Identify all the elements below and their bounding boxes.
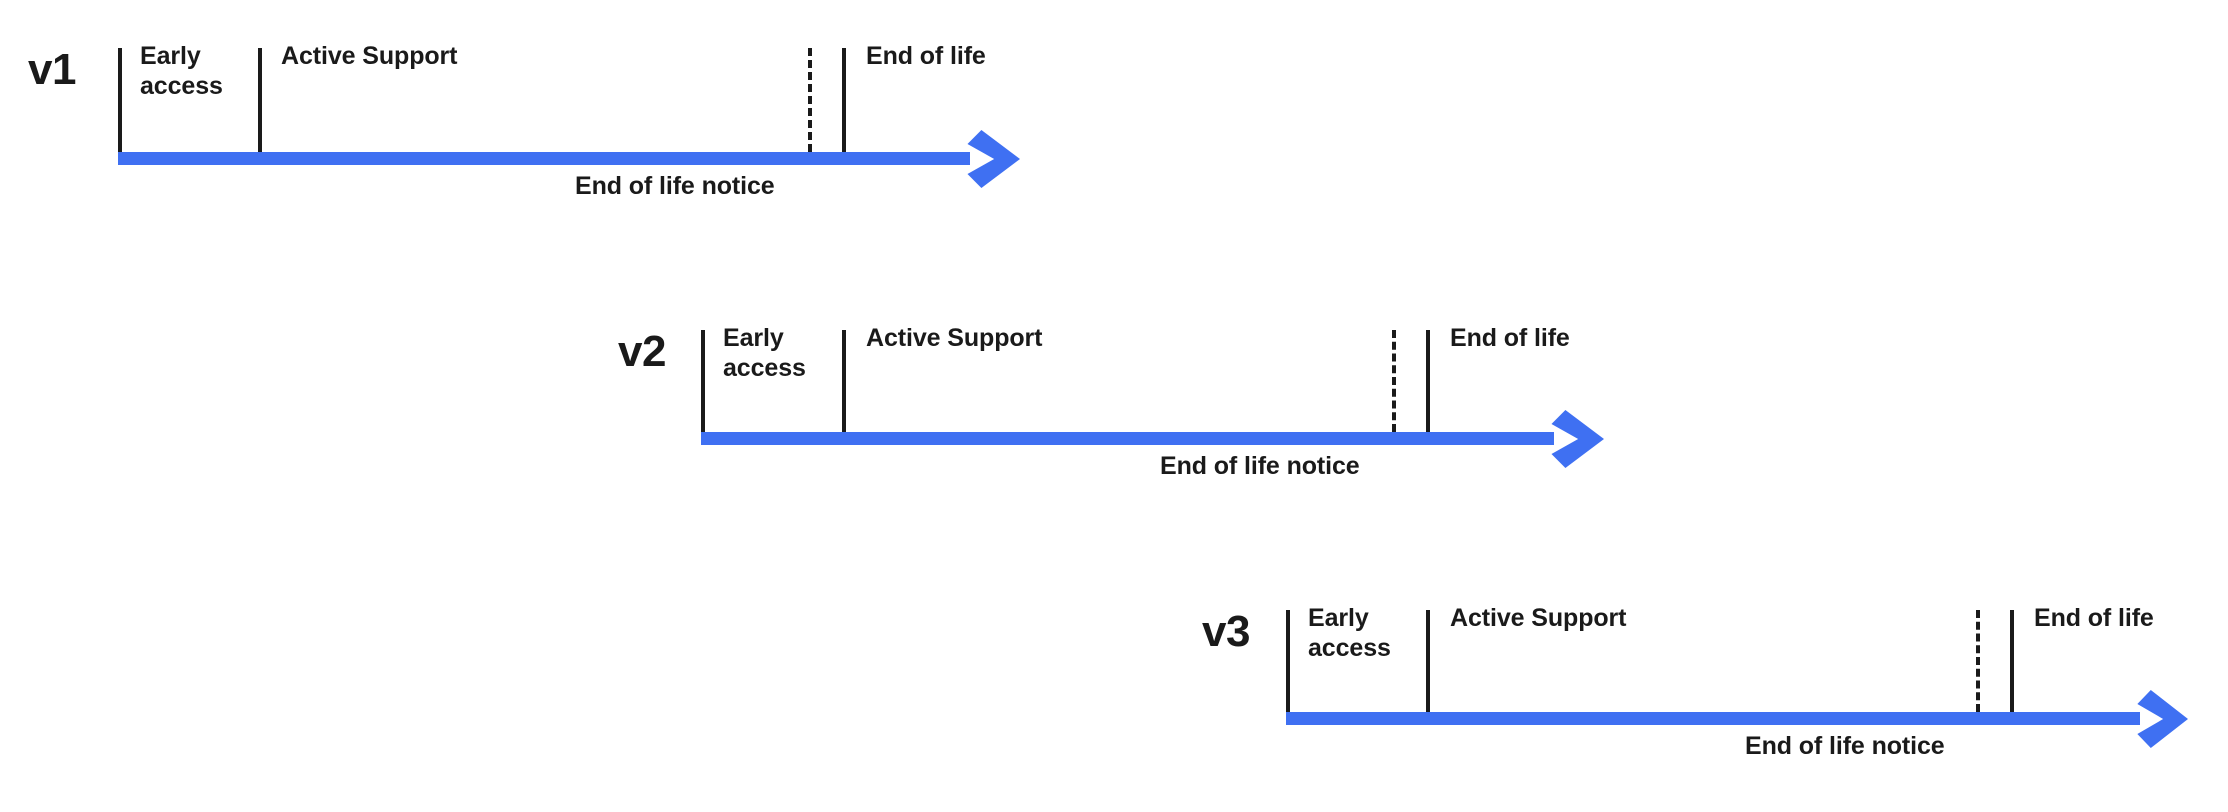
version-label-v1: v1 bbox=[28, 45, 76, 94]
phase-label-end-of-life: End of life bbox=[2034, 604, 2154, 632]
phase-label-active-support: Active Support bbox=[281, 42, 458, 70]
timeline-arrow-bar bbox=[701, 432, 1554, 445]
phase-divider-early-access bbox=[118, 48, 122, 152]
end-of-life-notice-divider bbox=[808, 48, 812, 152]
phase-divider-active-support bbox=[258, 48, 262, 152]
end-of-life-notice-label: End of life notice bbox=[575, 172, 775, 200]
end-of-life-notice-label: End of life notice bbox=[1160, 452, 1360, 480]
timeline-arrow-bar bbox=[1286, 712, 2140, 725]
phase-label-active-support: Active Support bbox=[866, 324, 1043, 352]
end-of-life-notice-label: End of life notice bbox=[1745, 732, 1945, 760]
phase-divider-end-of-life bbox=[842, 48, 846, 152]
phase-divider-active-support bbox=[1426, 610, 1430, 712]
phase-divider-end-of-life bbox=[1426, 330, 1430, 432]
phase-divider-early-access bbox=[701, 330, 705, 432]
version-label-v2: v2 bbox=[618, 327, 666, 376]
version-label-v3: v3 bbox=[1202, 607, 1250, 656]
timeline-arrow-head bbox=[964, 128, 1022, 190]
timeline-arrow-head bbox=[1548, 408, 1606, 470]
phase-divider-active-support bbox=[842, 330, 846, 432]
timeline-arrow-head bbox=[2134, 688, 2190, 750]
end-of-life-notice-divider bbox=[1392, 330, 1396, 432]
phase-label-early-access: Early access bbox=[140, 42, 223, 100]
phase-label-end-of-life: End of life bbox=[866, 42, 986, 70]
phase-label-end-of-life: End of life bbox=[1450, 324, 1570, 352]
phase-divider-early-access bbox=[1286, 610, 1290, 712]
phase-label-early-access: Early access bbox=[1308, 604, 1391, 662]
timeline-arrow-bar bbox=[118, 152, 970, 165]
phase-divider-end-of-life bbox=[2010, 610, 2014, 712]
phase-label-active-support: Active Support bbox=[1450, 604, 1627, 632]
end-of-life-notice-divider bbox=[1976, 610, 1980, 712]
phase-label-early-access: Early access bbox=[723, 324, 806, 382]
